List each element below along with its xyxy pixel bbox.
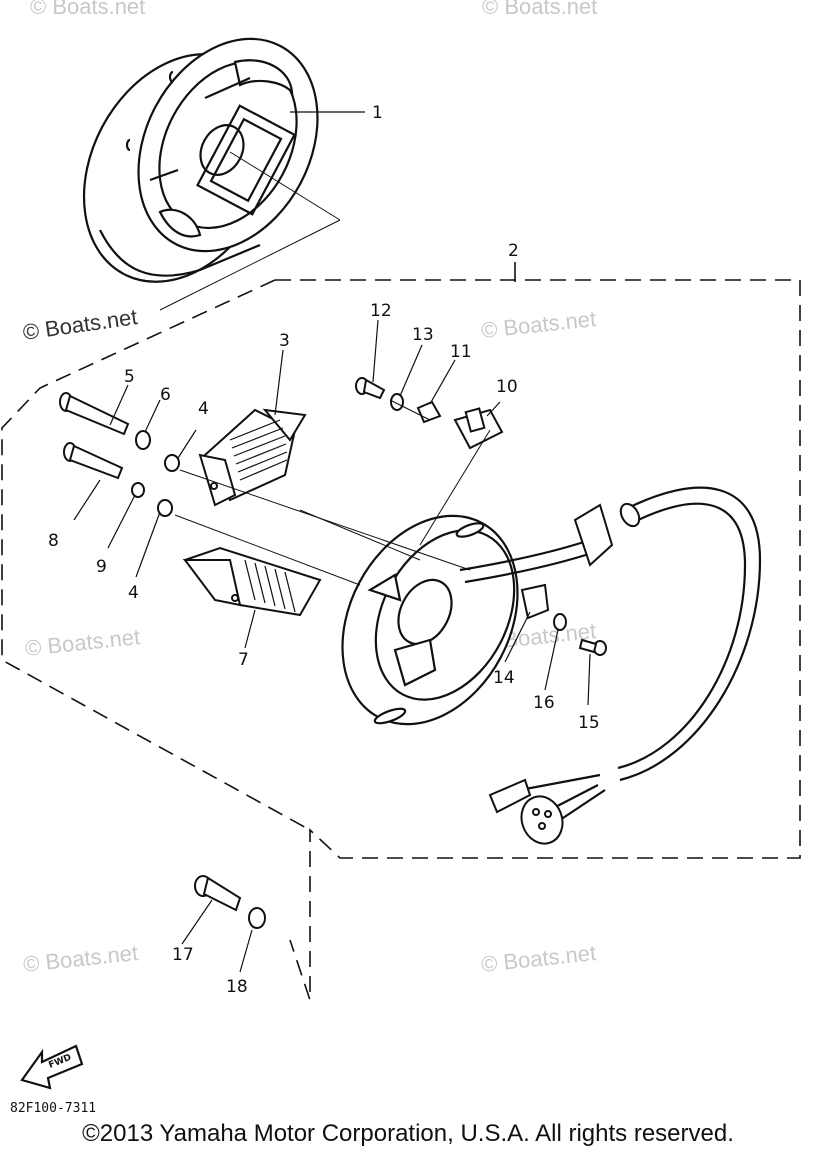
callout-18: 18 [226,977,248,997]
copyright-notice: ©2013 Yamaha Motor Corporation, U.S.A. A… [82,1120,734,1147]
callout-3: 3 [279,331,290,351]
pulser-coil [182,546,322,617]
leader-flywheel-center [229,151,341,221]
drawing-code: 82F100-7311 [10,1101,96,1116]
grommet [573,502,641,567]
callout-16: 16 [533,693,555,713]
charge-coil [198,408,307,507]
callout-2: 2 [508,241,519,261]
screw-15 [578,638,607,656]
clamp-14 [520,583,550,620]
callout-7: 7 [238,650,249,670]
screw-8 [63,442,124,480]
callout-6: 6 [160,385,171,405]
fwd-arrow-icon: FWD [20,1044,84,1090]
leader-flywheel-axis [159,219,341,311]
callout-12: 12 [370,301,392,321]
callout-14: 14 [493,668,515,688]
washer-16 [553,613,567,631]
bolt-12 [355,377,386,400]
watermark-top-left: © Boats.net [30,0,145,19]
watermark-bottom-left: © Boats.net [22,940,139,977]
callout-17: 17 [172,945,194,965]
stator-base-plate [341,514,519,726]
alignment-lines [174,399,491,586]
callout-4-upper: 4 [198,399,209,419]
flywheel-rotor [82,37,319,283]
watermark-mid-right: © Boats.net [480,306,597,343]
callout-10: 10 [496,377,518,397]
washer-13 [390,393,404,411]
callout-13: 13 [412,325,434,345]
callout-9: 9 [96,557,107,577]
assembly-boundary [1,279,801,1001]
watermark-top-right: © Boats.net [482,0,597,19]
bracket-10 [453,407,504,450]
callout-8: 8 [48,531,59,551]
watermark-bottom-right: © Boats.net [480,940,597,977]
callout-5: 5 [124,367,135,387]
connector-plug [488,778,564,845]
callout-15: 15 [578,713,600,733]
screw-5 [59,392,130,436]
callout-1: 1 [372,103,383,123]
watermark-lower-left: © Boats.net [24,624,141,661]
callout-4-lower: 4 [128,583,139,603]
callout-11: 11 [450,342,472,362]
watermark-mid-left: © Boats.net [21,304,139,345]
washer-18 [248,907,266,929]
leader-lines [73,111,591,973]
bolt-17 [194,875,242,912]
washers-small [131,430,180,517]
